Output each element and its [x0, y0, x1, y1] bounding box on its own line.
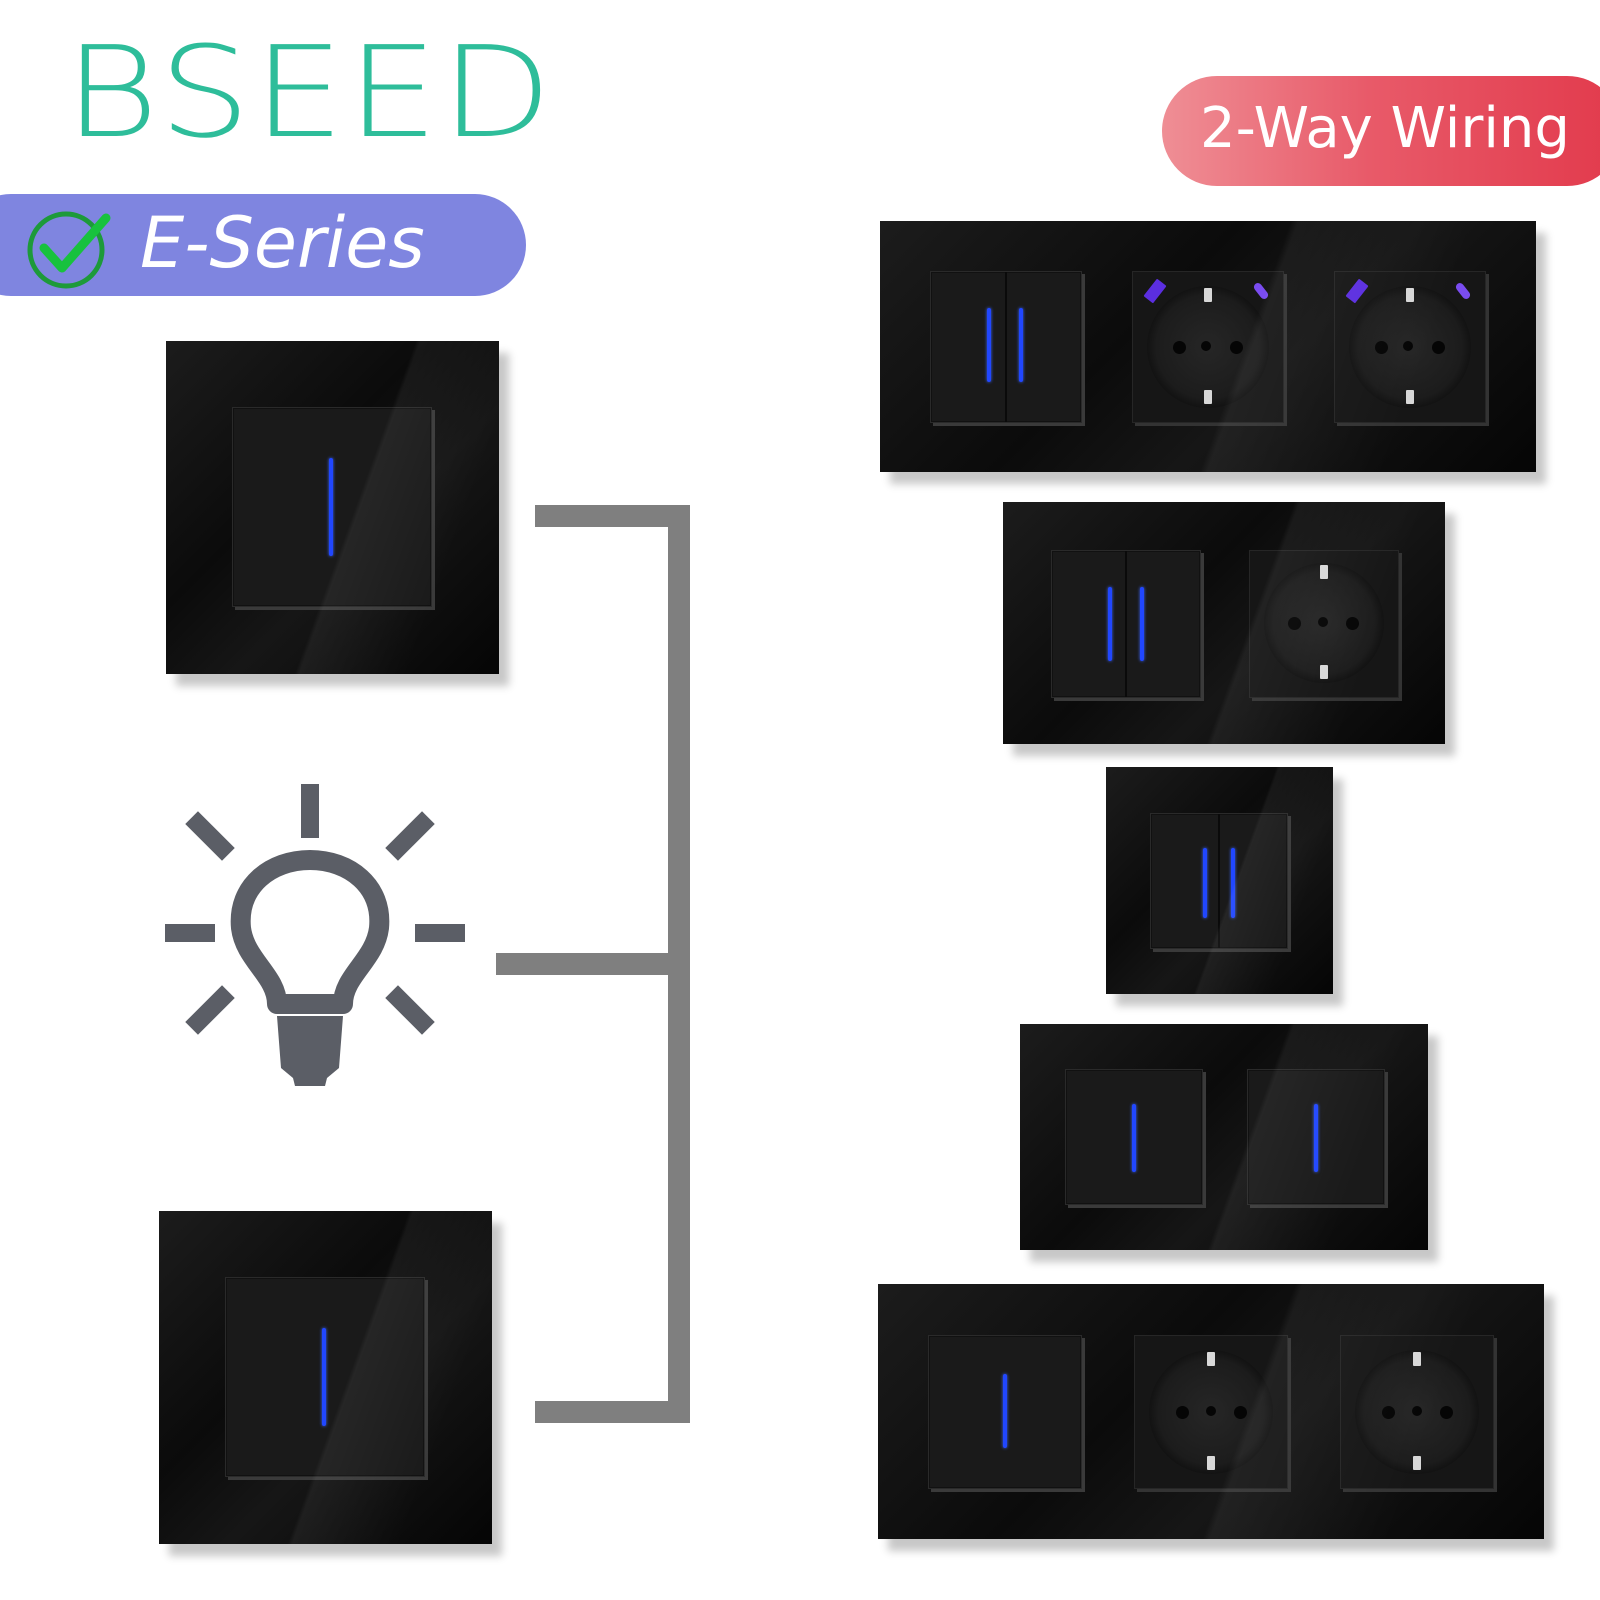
led-indicator: [329, 458, 333, 556]
earth-contact: [1406, 390, 1414, 404]
double-rocker: [1051, 550, 1201, 698]
led-indicator: [1108, 587, 1112, 661]
socket-pin: [1432, 341, 1445, 354]
product-switch-usb-socket-triple: [880, 221, 1536, 472]
double-rocker: [1150, 813, 1288, 949]
connector-line: [535, 505, 690, 527]
socket-pin: [1346, 617, 1359, 630]
earth-contact: [1406, 288, 1414, 302]
socket-pin: [1234, 1406, 1247, 1419]
led-indicator: [1140, 587, 1144, 661]
earth-contact: [1320, 665, 1328, 679]
led-indicator: [1314, 1104, 1318, 1172]
earth-contact: [1413, 1456, 1421, 1470]
earth-contact: [1204, 390, 1212, 404]
socket-pin: [1375, 341, 1388, 354]
led-indicator: [322, 1328, 326, 1426]
socket-pin: [1288, 617, 1301, 630]
led-indicator: [1203, 848, 1207, 918]
rocker: [1065, 1069, 1203, 1205]
rocker-divider: [1005, 272, 1007, 422]
product-switch-2-gang: [1106, 767, 1333, 994]
led-indicator: [1231, 848, 1235, 918]
series-badge-label: E-Series: [140, 202, 425, 284]
rocker: [1247, 1069, 1385, 1205]
earth-contact: [1320, 565, 1328, 579]
schuko-socket: [1249, 550, 1399, 698]
rocker-divider: [1218, 814, 1220, 948]
schuko-socket: [1134, 1335, 1288, 1489]
socket-pin: [1230, 341, 1243, 354]
led-indicator: [987, 308, 991, 382]
usb-c-port: [1252, 281, 1270, 301]
socket-pin: [1201, 341, 1211, 351]
rocker: [232, 407, 432, 607]
socket-pin: [1382, 1406, 1395, 1419]
schuko-socket: [1340, 1335, 1494, 1489]
socket-pin: [1440, 1406, 1453, 1419]
earth-contact: [1207, 1456, 1215, 1470]
wiring-badge-label: 2-Way Wiring: [1200, 96, 1570, 161]
check-icon: [27, 211, 111, 289]
wiring-badge: [1162, 76, 1600, 186]
rocker: [225, 1277, 425, 1477]
usb-c-port: [1454, 281, 1472, 301]
led-indicator: [1003, 1374, 1007, 1448]
product-switch-double-single: [1020, 1024, 1428, 1250]
double-rocker: [930, 271, 1082, 423]
socket-pin: [1176, 1406, 1189, 1419]
socket-pin: [1318, 617, 1328, 627]
usb-a-port: [1345, 278, 1369, 304]
socket-pin: [1412, 1406, 1422, 1416]
rocker-divider: [1125, 551, 1127, 697]
usb-socket: [1334, 271, 1486, 423]
led-indicator: [1132, 1104, 1136, 1172]
socket-pin: [1206, 1406, 1216, 1416]
led-indicator: [1019, 308, 1023, 382]
single-switch-bottom: [159, 1211, 492, 1544]
socket-pin: [1173, 341, 1186, 354]
earth-contact: [1413, 1352, 1421, 1366]
earth-contact: [1204, 288, 1212, 302]
connector-line: [496, 953, 690, 975]
usb-a-port: [1143, 278, 1167, 304]
product-switch-socket-triple: [878, 1284, 1544, 1539]
usb-socket: [1132, 271, 1284, 423]
light-bulb-icon: [165, 784, 465, 1086]
product-switch-socket-double: [1003, 502, 1445, 744]
single-switch-top: [166, 341, 499, 674]
rocker: [928, 1335, 1082, 1489]
connector-line: [535, 1401, 690, 1423]
socket-pin: [1403, 341, 1413, 351]
earth-contact: [1207, 1352, 1215, 1366]
bseed-logo: BSEED: [64, 19, 555, 166]
